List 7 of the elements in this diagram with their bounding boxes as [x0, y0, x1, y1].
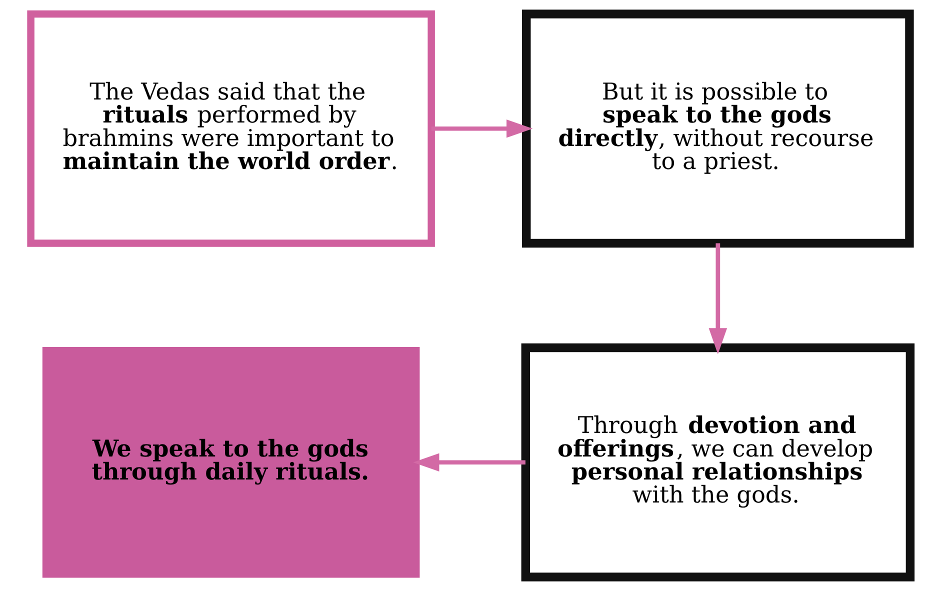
node-box: The Vedas said that the rituals performed by brahmins were important to maintain the world order.	[26, 10, 434, 247]
arrow	[708, 243, 727, 354]
node-box: Through devotion and offerings, we can develop personal relationships with the gods.	[520, 343, 914, 582]
node-box: But it is possible to speak to the gods directly, without recourse to a priest.	[522, 10, 914, 248]
arrow	[412, 453, 525, 472]
node-box: We speak to the gods through daily rituals.	[42, 347, 420, 578]
arrow	[430, 119, 532, 138]
